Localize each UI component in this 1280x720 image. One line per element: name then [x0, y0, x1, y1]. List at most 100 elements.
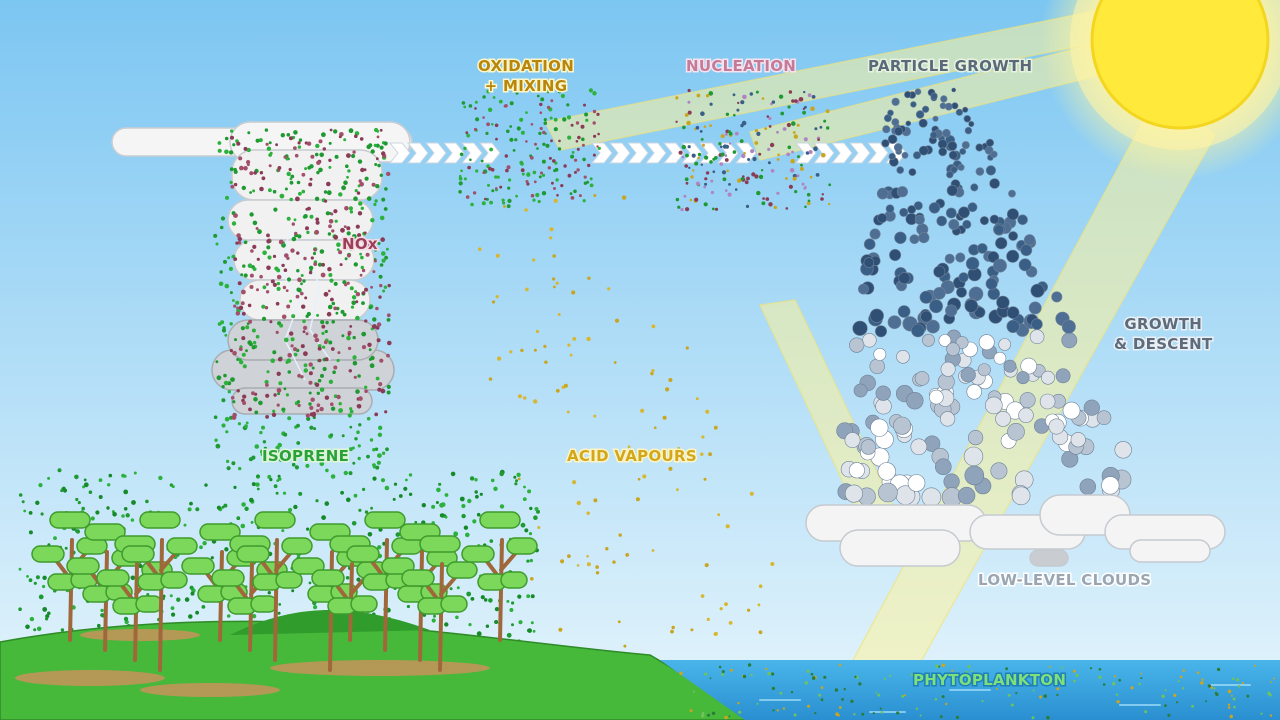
phytoplankton-fleck: [1010, 703, 1014, 707]
isoprene-dot: [293, 504, 298, 510]
isoprene-dot: [321, 515, 326, 520]
nox-dot: [372, 270, 376, 274]
isoprene-dot: [474, 100, 478, 104]
nox-dot: [347, 332, 351, 336]
nox-dot: [365, 252, 370, 257]
acid-dot: [553, 285, 556, 289]
acid-dot: [595, 571, 600, 575]
nox-dot: [360, 167, 365, 173]
nox-dot: [315, 217, 320, 222]
isoprene-dot: [220, 216, 226, 221]
isoprene-dot: [261, 316, 267, 321]
nox-dot: [270, 279, 275, 284]
phytoplankton-fleck: [951, 669, 954, 672]
nox-dot: [570, 123, 574, 127]
isoprene-dot: [232, 254, 236, 258]
acid-dot: [651, 549, 655, 552]
isoprene-dot: [296, 441, 301, 445]
nox-dot: [235, 311, 240, 316]
growing-particle: [975, 143, 984, 152]
nox-dot: [308, 182, 313, 187]
nox-dot: [587, 163, 591, 168]
growing-particle: [1083, 399, 1100, 416]
growing-particle: [877, 462, 896, 481]
isoprene-dot: [270, 358, 276, 364]
phytoplankton-fleck: [1056, 687, 1060, 691]
isoprene-dot: [582, 157, 586, 162]
nox-dot: [259, 171, 264, 175]
nox-dot: [286, 304, 291, 309]
phytoplankton-fleck: [1236, 678, 1240, 682]
nox-dot: [331, 229, 335, 233]
isoprene-dot: [240, 523, 246, 529]
isoprene-dot: [472, 519, 477, 524]
isoprene-dot: [541, 173, 546, 177]
isoprene-dot: [251, 328, 256, 333]
isoprene-dot: [262, 440, 267, 444]
phytoplankton-fleck: [955, 715, 960, 720]
nox-dot: [504, 104, 508, 108]
nucleation-dot: [732, 150, 737, 154]
nucleation-dot: [754, 141, 759, 145]
nox-dot: [310, 256, 314, 260]
phytoplankton-fleck: [1046, 715, 1050, 720]
label-isoprene: ISOPRENE: [260, 446, 350, 467]
nucleation-dot: [696, 93, 701, 98]
isoprene-dot: [459, 496, 465, 502]
isoprene-dot: [123, 489, 129, 495]
isoprene-dot: [375, 376, 380, 381]
nox-dot: [256, 288, 259, 292]
nucleation-dot: [705, 94, 710, 98]
isoprene-dot: [238, 466, 242, 471]
isoprene-dot: [302, 319, 306, 324]
isoprene-dot: [33, 628, 37, 632]
nox-dot: [324, 357, 329, 362]
isoprene-dot: [83, 478, 87, 482]
isoprene-dot: [490, 478, 495, 483]
isoprene-dot: [28, 578, 33, 583]
isoprene-dot: [255, 334, 260, 339]
tree-foliage: [160, 571, 188, 589]
nox-dot: [357, 233, 362, 238]
phytoplankton-fleck: [737, 701, 740, 705]
acid-dot: [544, 360, 548, 364]
phytoplankton-fleck: [838, 706, 842, 709]
nucleation-dot: [687, 88, 691, 93]
isoprene-dot: [461, 503, 466, 509]
isoprene-dot: [289, 299, 292, 303]
nucleation-dot: [793, 134, 798, 139]
phytoplankton-fleck: [853, 713, 856, 716]
isoprene-dot: [516, 472, 521, 477]
acid-dot: [523, 396, 527, 400]
growing-particle: [877, 213, 888, 224]
isoprene-dot: [283, 432, 288, 437]
nox-dot: [276, 387, 282, 393]
nucleation-dot: [777, 153, 780, 157]
phytoplankton-fleck: [1241, 682, 1245, 685]
nucleation-dot: [700, 163, 703, 166]
isoprene-dot: [35, 500, 40, 505]
growing-particle: [955, 108, 964, 116]
nucleation-dot: [803, 137, 808, 142]
isoprene-dot: [308, 402, 312, 406]
isoprene-dot: [278, 381, 283, 386]
isoprene-dot: [520, 522, 526, 528]
phytoplankton-fleck: [804, 681, 808, 685]
growing-particle: [962, 219, 972, 229]
isoprene-dot: [331, 320, 336, 324]
isoprene-dot: [145, 499, 149, 504]
nox-dot: [364, 389, 368, 394]
acid-dot: [530, 577, 534, 581]
growing-particle: [975, 167, 985, 176]
growing-particle: [921, 487, 942, 508]
nucleation-dot: [776, 130, 779, 134]
isoprene-dot: [331, 301, 336, 306]
isoprene-dot: [536, 147, 539, 150]
isoprene-dot: [507, 198, 512, 203]
isoprene-dot: [64, 546, 68, 550]
isoprene-dot: [315, 499, 319, 503]
isoprene-dot: [293, 218, 297, 222]
growing-particle: [893, 416, 912, 435]
nox-dot: [232, 350, 237, 356]
isoprene-dot: [98, 478, 103, 482]
